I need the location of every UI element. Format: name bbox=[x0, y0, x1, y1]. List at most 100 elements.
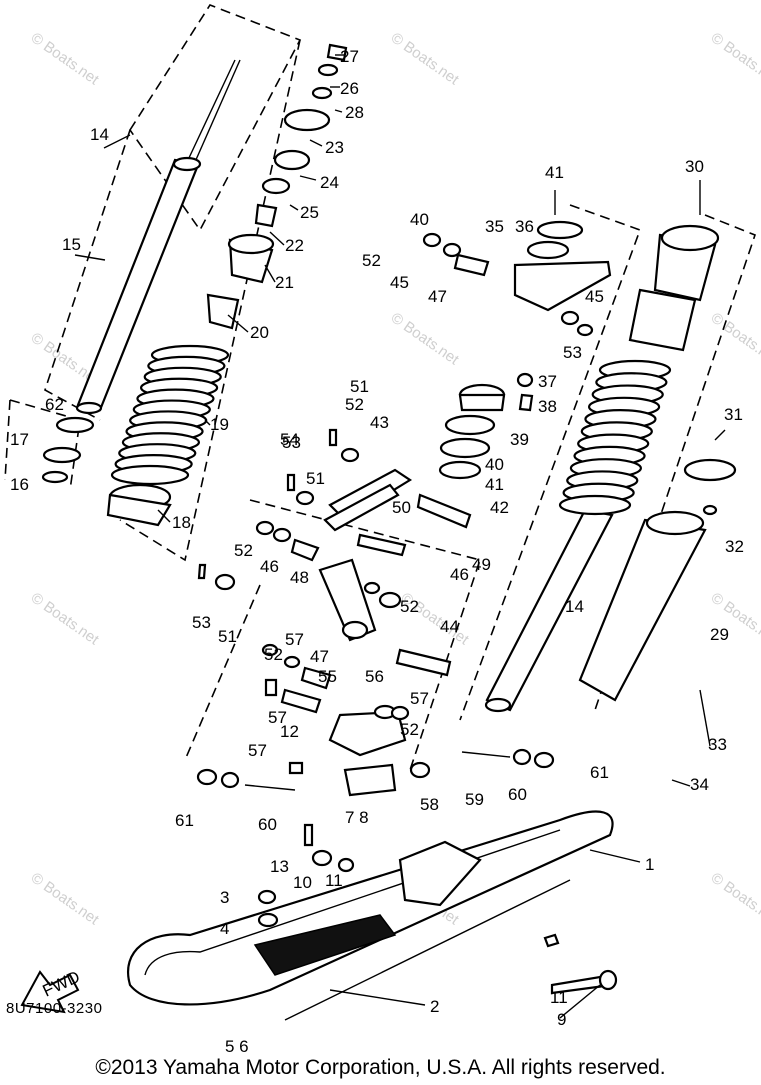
part-callout: 47 bbox=[310, 647, 329, 666]
leader-line bbox=[309, 139, 323, 147]
part-callout: 22 bbox=[285, 236, 304, 255]
leader-line bbox=[157, 509, 171, 523]
part-callout: 26 bbox=[340, 79, 359, 98]
leader-line bbox=[714, 429, 726, 441]
part-callout: 11 bbox=[550, 988, 568, 1007]
part-callout: 29 bbox=[710, 625, 729, 644]
right-shock bbox=[484, 224, 737, 713]
part-callout: 23 bbox=[325, 138, 344, 157]
watermark-text: © Boats.net bbox=[388, 29, 463, 88]
leader-line bbox=[74, 254, 106, 261]
part-callout: 12 bbox=[280, 722, 299, 741]
leader-lines bbox=[74, 54, 726, 1019]
leader-line bbox=[334, 109, 343, 113]
part-callout: 53 bbox=[563, 343, 582, 362]
part-callout: 57 bbox=[285, 630, 304, 649]
part-callout: 32 bbox=[725, 537, 744, 556]
part-callout: 57 bbox=[268, 708, 287, 727]
part-callout: 21 bbox=[275, 273, 294, 292]
part-callout: 20 bbox=[250, 323, 269, 342]
part-callout: 5 6 bbox=[225, 1037, 249, 1056]
part-callout: 17 bbox=[10, 430, 29, 449]
part-callout: 61 bbox=[590, 763, 609, 782]
part-callout: 46 bbox=[260, 557, 279, 576]
part-callout: 57 bbox=[248, 741, 267, 760]
part-callout: 35 bbox=[485, 217, 504, 236]
watermark-text: © Boats.net bbox=[708, 29, 761, 88]
part-callout: 16 bbox=[10, 475, 29, 494]
part-callout: 1 bbox=[645, 855, 654, 874]
part-callout: 34 bbox=[690, 775, 709, 794]
part-callout: 52 bbox=[234, 541, 253, 560]
leader-line bbox=[699, 689, 711, 747]
part-callout: 51 bbox=[350, 377, 369, 396]
left-spring bbox=[110, 344, 230, 486]
left-shock-rod bbox=[75, 59, 241, 415]
part-callout: 19 bbox=[210, 415, 229, 434]
part-callout: 24 bbox=[320, 173, 339, 192]
left-stack-parts bbox=[41, 43, 348, 527]
right-upper-parts bbox=[422, 220, 612, 480]
part-callout: 37 bbox=[538, 372, 557, 391]
middle-linkage bbox=[196, 428, 555, 797]
part-callout: 14 bbox=[565, 597, 584, 616]
part-callout: 14 bbox=[90, 125, 109, 144]
part-callout: 36 bbox=[515, 217, 534, 236]
part-callout: 27 bbox=[340, 47, 359, 66]
part-callout: 39 bbox=[510, 430, 529, 449]
part-callout: 10 bbox=[293, 873, 312, 892]
part-callout: 55 bbox=[318, 667, 337, 686]
part-callout: 2 bbox=[430, 997, 439, 1016]
leader-line bbox=[289, 204, 299, 211]
watermark-text: © Boats.net bbox=[28, 589, 103, 648]
part-callout: 59 bbox=[465, 790, 484, 809]
part-callout: 52 bbox=[400, 597, 419, 616]
part-callout: 53 bbox=[192, 613, 211, 632]
part-callout: 52 bbox=[264, 645, 283, 664]
part-callout: 41 bbox=[545, 163, 564, 182]
part-callout: 11 bbox=[325, 871, 343, 890]
part-callout: 42 bbox=[490, 498, 509, 517]
part-callout: 45 bbox=[585, 287, 604, 306]
part-callout: 48 bbox=[290, 568, 309, 587]
part-callout: 49 bbox=[472, 555, 491, 574]
part-callout: 4 bbox=[220, 919, 229, 938]
copyright-notice: ©2013 Yamaha Motor Corporation, U.S.A. A… bbox=[95, 1056, 666, 1079]
part-callout: 25 bbox=[300, 203, 319, 222]
leader-line bbox=[103, 134, 131, 149]
watermark-text: © Boats.net bbox=[708, 869, 761, 928]
part-callout: 45 bbox=[390, 273, 409, 292]
leader-line bbox=[227, 314, 249, 333]
part-callout: 13 bbox=[270, 857, 289, 876]
part-callout: 3 bbox=[220, 888, 229, 907]
spring-coil bbox=[110, 464, 190, 486]
spring-coil bbox=[558, 494, 632, 516]
part-callout: 44 bbox=[440, 617, 459, 636]
part-callout: 52 bbox=[400, 720, 419, 739]
leader-line bbox=[329, 989, 426, 1006]
watermark-text: © Boats.net bbox=[388, 309, 463, 368]
part-callout: 62 bbox=[45, 395, 64, 414]
part-callout: 60 bbox=[508, 785, 527, 804]
leader-line bbox=[671, 779, 691, 787]
watermark-text: © Boats.net bbox=[28, 29, 103, 88]
part-callout: 38 bbox=[538, 397, 557, 416]
ski bbox=[127, 810, 618, 1021]
part-callout: 51 bbox=[218, 627, 237, 646]
part-callout: 51 bbox=[306, 469, 325, 488]
part-callout: 28 bbox=[345, 103, 364, 122]
catalog-code: 8U7100-3230 bbox=[6, 1000, 103, 1017]
leader-line bbox=[264, 264, 276, 283]
part-callout: 9 bbox=[557, 1010, 566, 1029]
part-callout: 52 bbox=[345, 395, 364, 414]
part-callout: 58 bbox=[420, 795, 439, 814]
part-callout: 30 bbox=[685, 157, 704, 176]
part-callout: 40 bbox=[485, 455, 504, 474]
leader-line bbox=[299, 175, 317, 181]
part-callout: 46 bbox=[450, 565, 469, 584]
part-callout: 56 bbox=[365, 667, 384, 686]
part-callout: 53 bbox=[282, 433, 301, 452]
part-callout: 54 bbox=[280, 430, 299, 449]
